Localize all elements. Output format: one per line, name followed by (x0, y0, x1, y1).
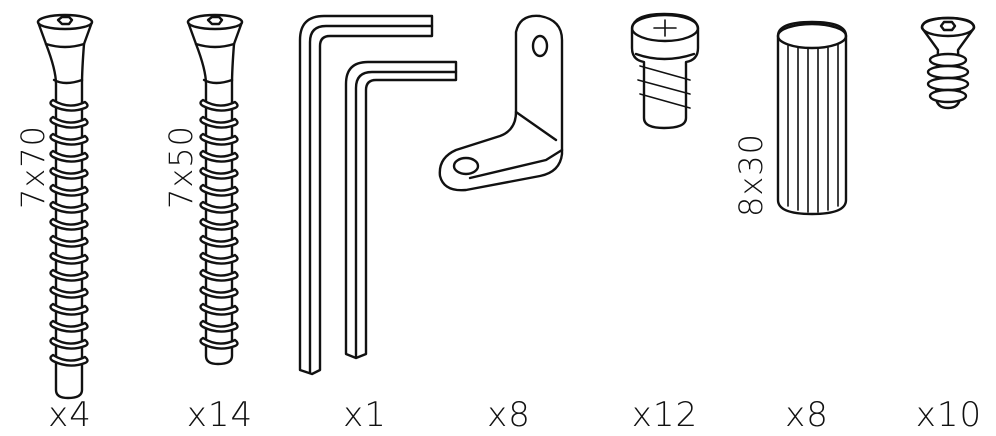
thread-ridge (49, 302, 89, 316)
thread-ridge (49, 98, 89, 112)
thread-ridge (49, 268, 89, 282)
thread-ridge (199, 115, 239, 129)
thread-ridge (199, 336, 239, 350)
quantity-label-screw-short: x14 (186, 395, 254, 435)
dimension-label-screw-short: 7x50 (162, 125, 200, 210)
thread-ridge (49, 353, 89, 367)
thread-ridge (199, 234, 239, 248)
screw-7x70-illustration (36, 13, 94, 400)
thread-ridge (199, 200, 239, 214)
thread-ridge (199, 98, 239, 112)
thread-ridge (49, 234, 89, 248)
thread-ridge (49, 285, 89, 299)
thread-ridge (49, 200, 89, 214)
thread-ridge (199, 217, 239, 231)
thread-ridge (49, 319, 89, 333)
screw-7x50-illustration (186, 13, 244, 366)
thread-ridge (199, 166, 239, 180)
thread-ridge (49, 115, 89, 129)
angle-bracket-illustration (438, 14, 564, 192)
insert-nut-illustration (920, 16, 976, 110)
thread-ridge (49, 217, 89, 231)
dimension-label-wooden-dowel: 8x30 (732, 133, 770, 218)
thread-ridge (49, 166, 89, 180)
allen-keys-illustration (298, 14, 458, 376)
quantity-label-insert-nut: x10 (915, 395, 983, 435)
wooden-dowel-illustration (776, 20, 848, 216)
quantity-label-cam-dowel: x12 (631, 395, 699, 435)
thread-ridge (199, 183, 239, 197)
thread-ridge (49, 251, 89, 265)
thread-ridge (49, 149, 89, 163)
thread-ridge (199, 251, 239, 265)
thread-ridge (199, 285, 239, 299)
quantity-label-wooden-dowel: x8 (785, 395, 829, 435)
thread-ridge (49, 336, 89, 350)
thread-ridge (199, 268, 239, 282)
thread-ridge (199, 319, 239, 333)
thread-ridge (199, 132, 239, 146)
thread-ridge (49, 183, 89, 197)
thread-ridge (49, 132, 89, 146)
quantity-label-angle-bracket: x8 (487, 395, 531, 435)
thread-ridge (199, 149, 239, 163)
cam-dowel-illustration (630, 12, 700, 130)
dimension-label-screw-long: 7x70 (14, 125, 52, 210)
thread-ridge (199, 302, 239, 316)
quantity-label-allen-keys: x1 (343, 395, 387, 435)
quantity-label-screw-long: x4 (48, 395, 92, 435)
